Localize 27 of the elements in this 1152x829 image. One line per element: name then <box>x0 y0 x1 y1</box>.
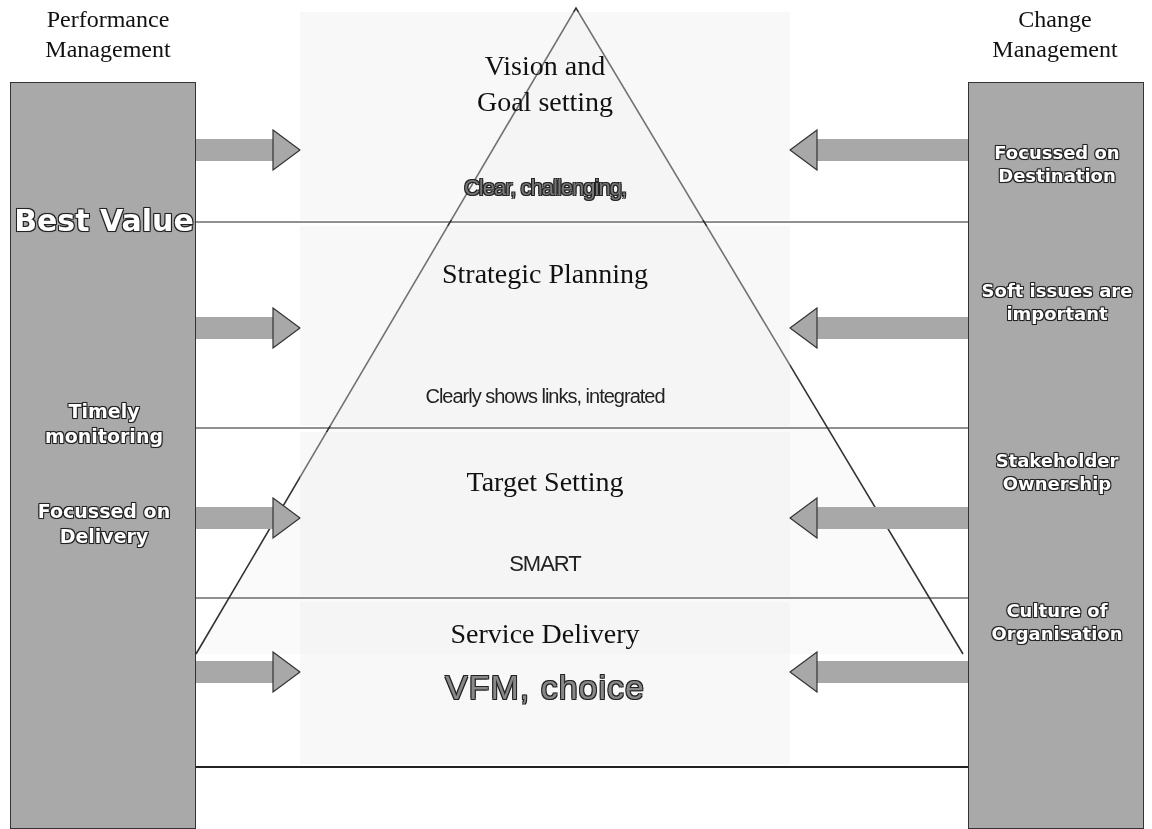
layer-title: Strategic Planning <box>440 257 650 291</box>
block-arrow <box>196 651 301 693</box>
layer-subtitle: SMART <box>508 550 583 578</box>
block-arrow <box>789 129 968 171</box>
pyramid-layer <box>300 12 790 220</box>
panel-label: Timely monitoring <box>43 399 164 449</box>
pyramid-layer <box>300 432 790 596</box>
pyramid-layer <box>300 226 790 426</box>
column-heading: Change Management <box>991 5 1119 64</box>
block-arrow <box>196 129 301 171</box>
panel-label: Best Value <box>14 202 194 240</box>
layer-title: Target Setting <box>465 465 625 499</box>
layer-title: Service Delivery <box>449 617 641 651</box>
block-arrow <box>196 307 301 349</box>
panel-label: Culture of Organisation <box>990 599 1124 646</box>
layer-title: Vision and Goal setting <box>475 49 615 119</box>
block-arrow <box>789 497 968 539</box>
panel-label: Stakeholder Ownership <box>994 449 1120 496</box>
block-arrow <box>789 307 968 349</box>
layer-subtitle: Clearly shows links, integrated <box>424 384 666 409</box>
layer-subtitle: VFM, choice <box>444 667 646 708</box>
panel-label: Focussed on Destination <box>993 141 1121 188</box>
panel-label: Soft issues are important <box>980 279 1134 326</box>
block-arrow <box>789 651 968 693</box>
pyramid-layer <box>300 602 790 764</box>
block-arrow <box>196 497 301 539</box>
column-heading: Performance Management <box>44 5 172 64</box>
